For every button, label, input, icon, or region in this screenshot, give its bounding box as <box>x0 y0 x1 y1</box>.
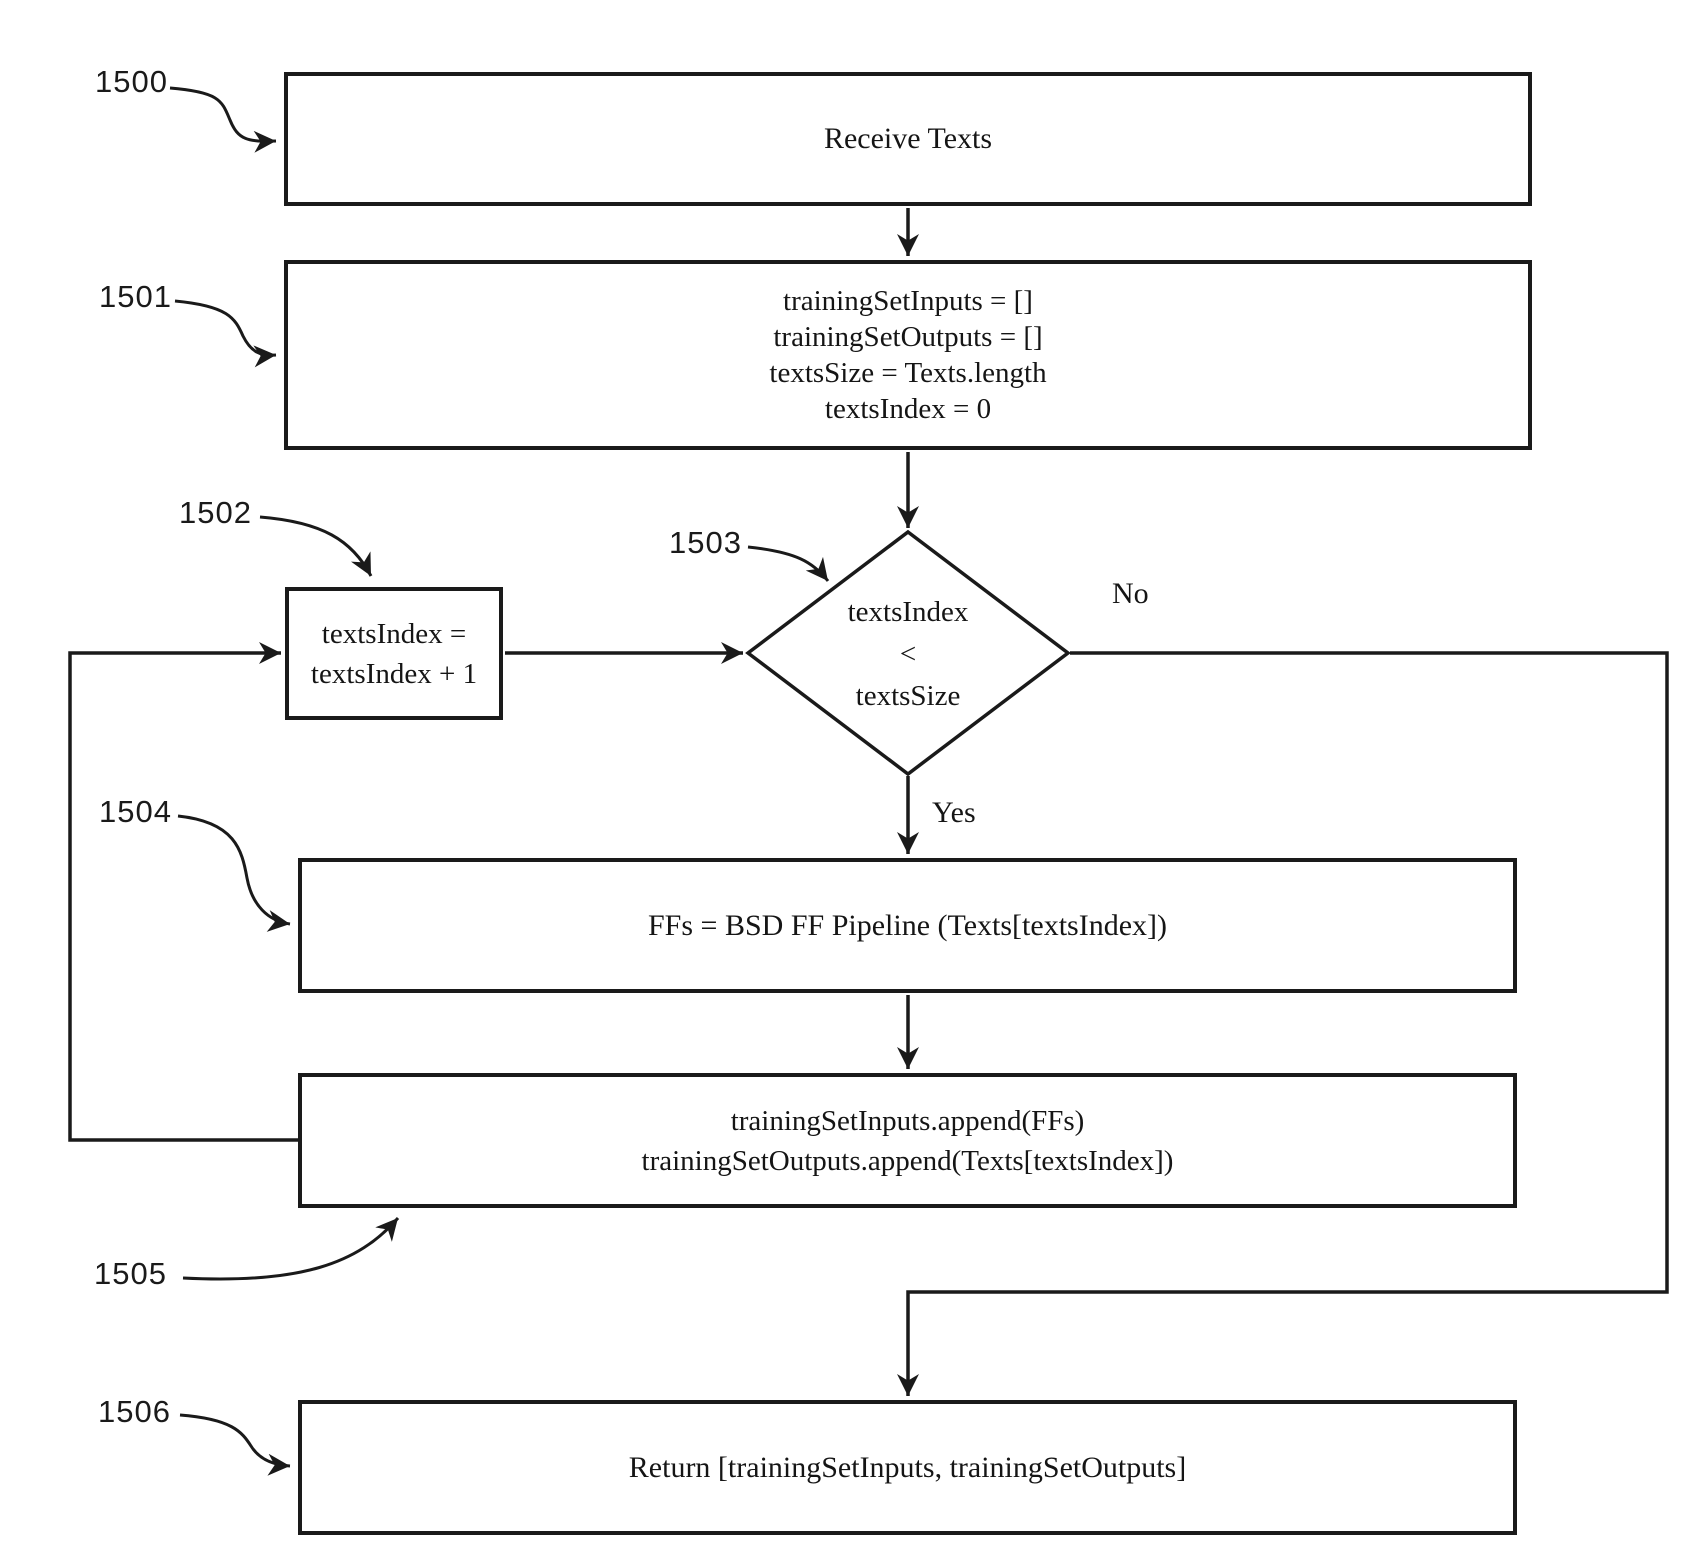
box-text-line: FFs = BSD FF Pipeline (Texts[textsIndex]… <box>648 908 1167 942</box>
box-text-line: trainingSetOutputs = [] <box>773 321 1043 353</box>
decision-diamond-shape <box>745 529 1071 777</box>
process-box-ff-pipeline: FFs = BSD FF Pipeline (Texts[textsIndex]… <box>298 858 1517 993</box>
box-text-line: trainingSetInputs = [] <box>783 285 1033 317</box>
box-text-line: textsSize = Texts.length <box>769 357 1047 389</box>
leader-arrow-1503 <box>747 545 830 582</box>
leader-arrow-1500 <box>169 86 277 153</box>
box-text-line: textsSize <box>855 680 961 712</box>
box-text-line: textsIndex = 0 <box>824 393 992 425</box>
branch-label-no: No <box>1112 577 1149 610</box>
ref-label-1506: 1506 <box>98 1394 171 1429</box>
ref-label-1501: 1501 <box>99 279 172 314</box>
leader-arrow-1502 <box>259 515 373 577</box>
edge-append-loop-to-increment <box>68 642 298 1142</box>
process-box-return-training-set: Return [trainingSetInputs, trainingSetOu… <box>298 1400 1517 1535</box>
ref-label-1504: 1504 <box>99 794 172 829</box>
process-box-initialize-variables: trainingSetInputs = [] trainingSetOutput… <box>284 260 1532 450</box>
process-box-receive-texts: Receive Texts <box>284 72 1532 206</box>
box-text-line: Receive Texts <box>823 122 993 155</box>
box-text-line: textsIndex <box>847 596 969 628</box>
process-box-append-training-set: trainingSetInputs.append(FFs) trainingSe… <box>298 1073 1517 1208</box>
process-box-increment-index: textsIndex = textsIndex + 1 <box>285 587 503 720</box>
box-text-line: textsIndex + 1 <box>310 657 478 690</box>
ref-label-1503: 1503 <box>669 525 742 560</box>
leader-arrow-1505 <box>182 1217 400 1281</box>
box-text-line: Return [trainingSetInputs, trainingSetOu… <box>628 1450 1187 1484</box>
ref-label-1505: 1505 <box>94 1256 167 1291</box>
box-text-line: trainingSetInputs.append(FFs) <box>730 1104 1085 1137</box>
leader-arrow-1506 <box>179 1413 291 1476</box>
edge-condition-no-to-return <box>897 651 1669 1396</box>
box-text-line: < <box>899 638 917 670</box>
ref-label-1502: 1502 <box>179 495 252 530</box>
box-text-line: textsIndex = <box>321 617 467 650</box>
ref-label-1500: 1500 <box>95 64 168 99</box>
box-text-line: trainingSetOutputs.append(Texts[textsInd… <box>641 1144 1174 1177</box>
leader-arrow-1501 <box>174 299 277 368</box>
decision-diamond-text: textsIndex < textsSize <box>808 591 1008 717</box>
leader-arrow-1504 <box>177 814 291 932</box>
branch-label-yes: Yes <box>932 796 976 829</box>
